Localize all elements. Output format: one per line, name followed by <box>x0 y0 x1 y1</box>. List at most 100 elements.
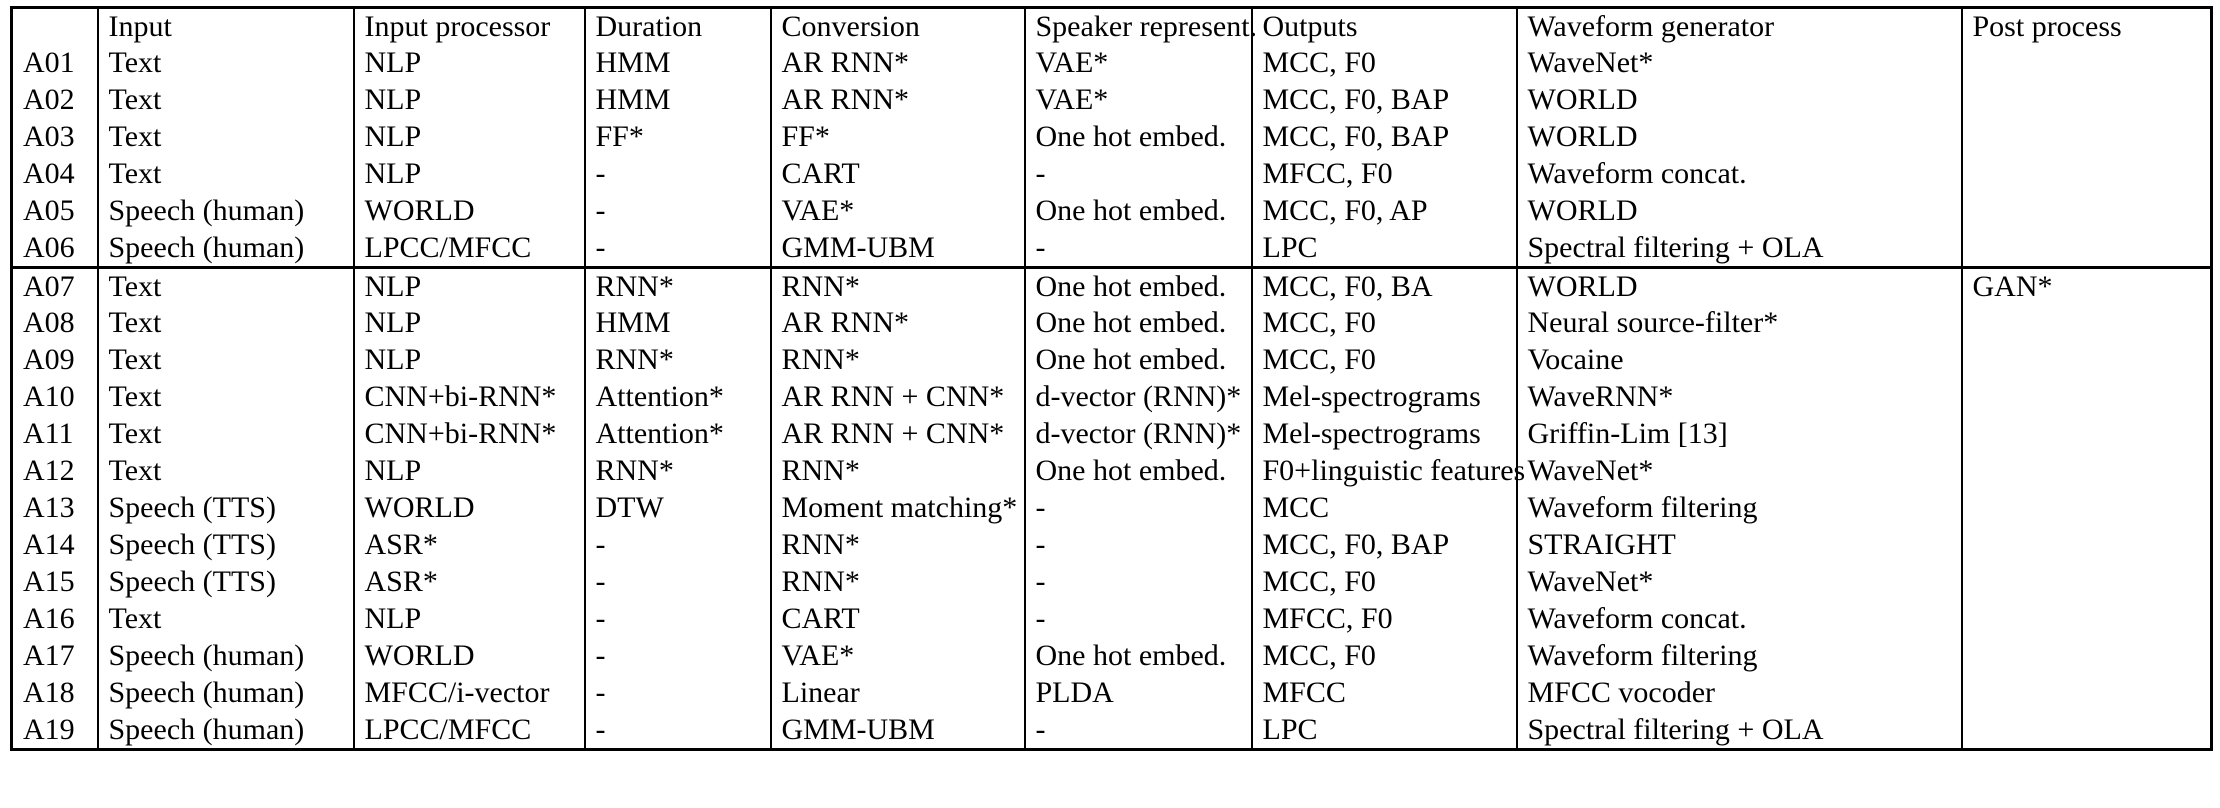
cell-id: A01 <box>10 45 99 82</box>
cell-duration: - <box>583 230 772 268</box>
cell-post_process <box>1960 564 2213 601</box>
cell-conversion: RNN* <box>769 527 1026 564</box>
cell-input: Text <box>96 119 355 156</box>
cell-input_processor: WORLD <box>352 193 586 230</box>
cell-conversion: GMM-UBM <box>769 230 1026 268</box>
cell-conversion: VAE* <box>769 638 1026 675</box>
cell-id: A14 <box>10 527 99 564</box>
cell-input_processor: NLP <box>352 342 586 379</box>
cell-id: A06 <box>10 230 99 268</box>
cell-waveform_generator: Neural source-filter* <box>1515 305 1963 342</box>
cell-conversion: AR RNN + CNN* <box>769 416 1026 453</box>
cell-input: Speech (TTS) <box>96 490 355 527</box>
cell-speaker_represent: VAE* <box>1023 82 1253 119</box>
cell-input: Speech (human) <box>96 193 355 230</box>
cell-duration: RNN* <box>583 342 772 379</box>
cell-post_process <box>1960 712 2213 751</box>
cell-duration: HMM <box>583 45 772 82</box>
cell-input_processor: LPCC/MFCC <box>352 712 586 751</box>
cell-duration: - <box>583 193 772 230</box>
cell-input_processor: MFCC/i-vector <box>352 675 586 712</box>
cell-waveform_generator: WORLD <box>1515 82 1963 119</box>
cell-outputs: MCC, F0 <box>1250 342 1518 379</box>
cell-conversion: AR RNN* <box>769 82 1026 119</box>
cell-input: Text <box>96 45 355 82</box>
cell-input: Speech (human) <box>96 230 355 268</box>
cell-id: A08 <box>10 305 99 342</box>
cell-input_processor: NLP <box>352 453 586 490</box>
cell-input: Text <box>96 601 355 638</box>
cell-post_process <box>1960 453 2213 490</box>
cell-id: A12 <box>10 453 99 490</box>
cell-conversion: AR RNN* <box>769 45 1026 82</box>
cell-duration: Attention* <box>583 416 772 453</box>
cell-id: A09 <box>10 342 99 379</box>
cell-post_process <box>1960 601 2213 638</box>
cell-input: Speech (human) <box>96 712 355 751</box>
cell-conversion: RNN* <box>769 453 1026 490</box>
cell-speaker_represent: - <box>1023 230 1253 268</box>
cell-duration: - <box>583 675 772 712</box>
cell-post_process <box>1960 45 2213 82</box>
cell-outputs: Mel-spectrograms <box>1250 379 1518 416</box>
cell-input_processor: ASR* <box>352 564 586 601</box>
cell-duration: RNN* <box>583 266 772 305</box>
cell-conversion: VAE* <box>769 193 1026 230</box>
cell-waveform_generator: Vocaine <box>1515 342 1963 379</box>
cell-input_processor: NLP <box>352 156 586 193</box>
cell-post_process <box>1960 675 2213 712</box>
cell-speaker_represent: One hot embed. <box>1023 119 1253 156</box>
cell-duration: HMM <box>583 82 772 119</box>
cell-input: Text <box>96 266 355 305</box>
cell-outputs: MCC, F0, BAP <box>1250 119 1518 156</box>
cell-outputs: MFCC <box>1250 675 1518 712</box>
cell-input_processor: NLP <box>352 82 586 119</box>
cell-waveform_generator: WORLD <box>1515 266 1963 305</box>
cell-id: A10 <box>10 379 99 416</box>
cell-post_process <box>1960 527 2213 564</box>
cell-speaker_represent: - <box>1023 527 1253 564</box>
cell-duration: - <box>583 638 772 675</box>
cell-conversion: AR RNN* <box>769 305 1026 342</box>
cell-input_processor: NLP <box>352 266 586 305</box>
cell-outputs: LPC <box>1250 230 1518 268</box>
cell-outputs: MFCC, F0 <box>1250 601 1518 638</box>
cell-post_process <box>1960 638 2213 675</box>
cell-input_processor: WORLD <box>352 490 586 527</box>
column-header-duration: Duration <box>583 6 772 45</box>
column-header-input: Input <box>96 6 355 45</box>
cell-input: Speech (human) <box>96 638 355 675</box>
cell-duration: HMM <box>583 305 772 342</box>
cell-speaker_represent: One hot embed. <box>1023 193 1253 230</box>
cell-duration: DTW <box>583 490 772 527</box>
cell-speaker_represent: d-vector (RNN)* <box>1023 379 1253 416</box>
cell-duration: - <box>583 156 772 193</box>
cell-waveform_generator: Griffin-Lim [13] <box>1515 416 1963 453</box>
cell-conversion: Moment matching* <box>769 490 1026 527</box>
cell-input: Text <box>96 342 355 379</box>
cell-input_processor: LPCC/MFCC <box>352 230 586 268</box>
cell-speaker_represent: One hot embed. <box>1023 305 1253 342</box>
cell-duration: - <box>583 527 772 564</box>
cell-speaker_represent: VAE* <box>1023 45 1253 82</box>
column-header-id <box>10 6 99 45</box>
cell-waveform_generator: Waveform concat. <box>1515 601 1963 638</box>
cell-input_processor: NLP <box>352 305 586 342</box>
cell-waveform_generator: Spectral filtering + OLA <box>1515 712 1963 751</box>
cell-outputs: MCC, F0, AP <box>1250 193 1518 230</box>
cell-duration: - <box>583 712 772 751</box>
cell-id: A11 <box>10 416 99 453</box>
cell-conversion: RNN* <box>769 564 1026 601</box>
